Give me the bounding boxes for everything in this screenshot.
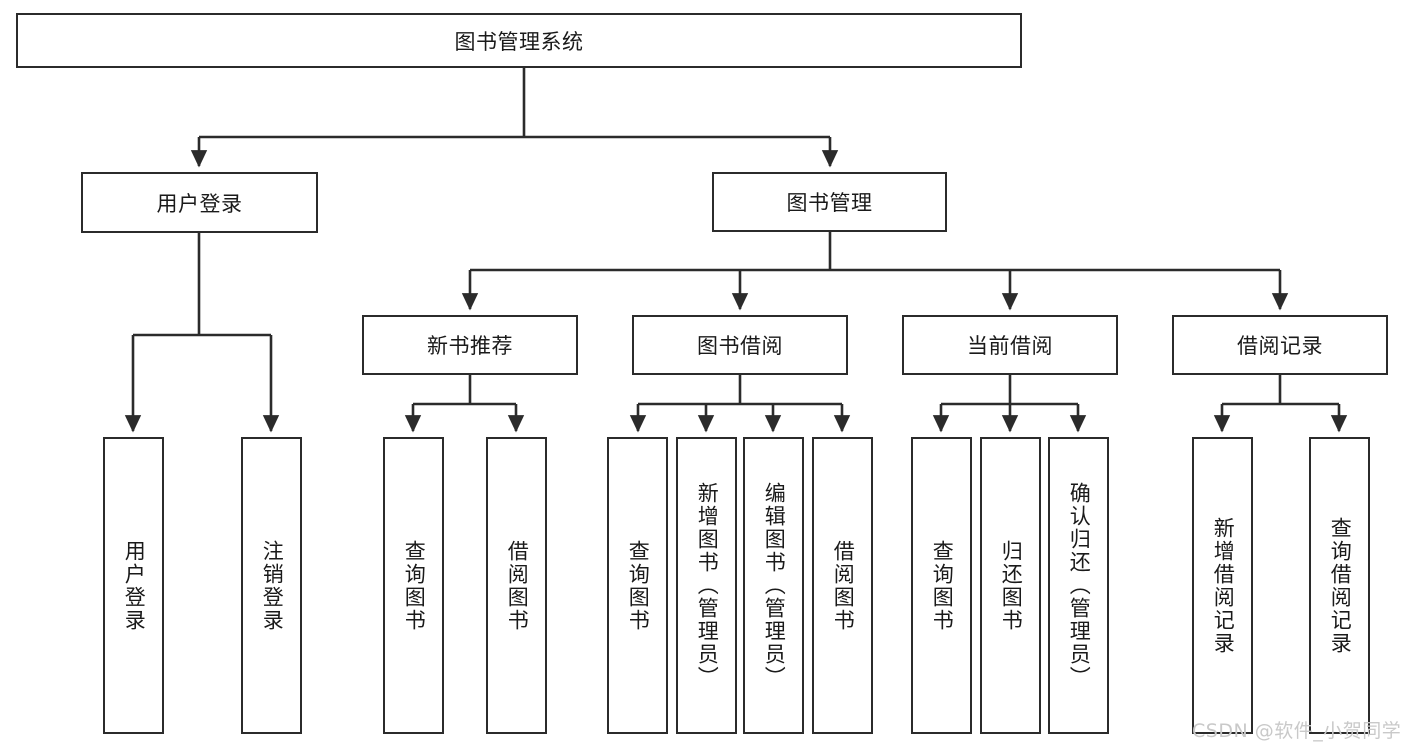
node-label: 图书借阅 <box>697 334 783 358</box>
node-label: 借阅图书 <box>831 539 856 632</box>
node-root-book-management-system[interactable]: 图书管理系统 <box>16 13 1022 68</box>
node-label: 查询图书 <box>626 539 651 632</box>
node-label: 借阅记录 <box>1237 334 1323 358</box>
node-leaf-query-book-1[interactable]: 查询图书 <box>383 437 444 734</box>
node-label: 借阅图书 <box>505 539 530 632</box>
node-label: 编辑图书（管理员） <box>762 482 787 689</box>
node-leaf-query-book-2[interactable]: 查询图书 <box>607 437 668 734</box>
node-leaf-edit-book[interactable]: 编辑图书（管理员） <box>743 437 804 734</box>
node-label: 新书推荐 <box>427 334 513 358</box>
node-label: 用户登录 <box>122 539 147 632</box>
node-leaf-borrow-book-1[interactable]: 借阅图书 <box>486 437 547 734</box>
node-book-borrow[interactable]: 图书借阅 <box>632 315 848 375</box>
node-label: 当前借阅 <box>967 334 1053 358</box>
node-label: 图书管理系统 <box>454 29 584 54</box>
node-label: 查询借阅记录 <box>1328 516 1353 655</box>
node-current-borrow[interactable]: 当前借阅 <box>902 315 1118 375</box>
node-label: 查询图书 <box>930 539 955 632</box>
node-leaf-logout-login[interactable]: 注销登录 <box>241 437 302 734</box>
node-borrow-record[interactable]: 借阅记录 <box>1172 315 1388 375</box>
node-leaf-add-record[interactable]: 新增借阅记录 <box>1192 437 1253 734</box>
node-label: 新增图书（管理员） <box>695 482 720 689</box>
node-leaf-return-book[interactable]: 归还图书 <box>980 437 1041 734</box>
node-leaf-user-login[interactable]: 用户登录 <box>103 437 164 734</box>
node-new-book-recommend[interactable]: 新书推荐 <box>362 315 578 375</box>
node-label: 新增借阅记录 <box>1211 516 1236 655</box>
node-label: 注销登录 <box>260 539 285 632</box>
node-leaf-query-book-3[interactable]: 查询图书 <box>911 437 972 734</box>
node-label: 查询图书 <box>402 539 427 632</box>
node-label: 归还图书 <box>999 539 1024 632</box>
node-leaf-borrow-book-2[interactable]: 借阅图书 <box>812 437 873 734</box>
node-leaf-confirm-return[interactable]: 确认归还（管理员） <box>1048 437 1109 734</box>
node-label: 图书管理 <box>786 191 873 215</box>
node-book-management[interactable]: 图书管理 <box>712 172 947 232</box>
node-user-login[interactable]: 用户登录 <box>81 172 318 233</box>
node-leaf-add-book[interactable]: 新增图书（管理员） <box>676 437 737 734</box>
csdn-watermark: CSDN @软件_小贺同学 <box>1192 720 1402 742</box>
node-label: 确认归还（管理员） <box>1067 482 1092 689</box>
node-label: 用户登录 <box>156 191 243 216</box>
node-leaf-query-record[interactable]: 查询借阅记录 <box>1309 437 1370 734</box>
